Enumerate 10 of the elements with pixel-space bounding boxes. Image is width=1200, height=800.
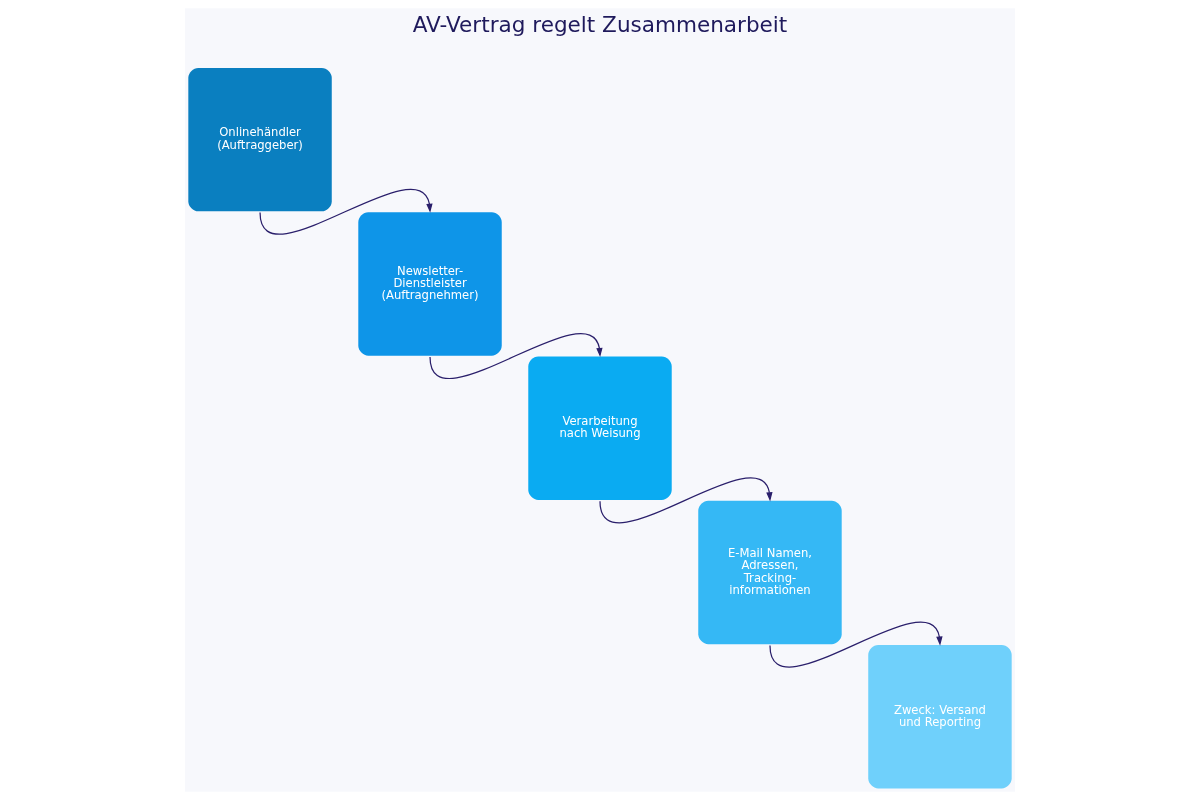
node-box: Onlinehändler (Auftraggeber) [188, 67, 332, 212]
node-box: Zweck: Versand und Reporting [868, 645, 1012, 789]
node-box: E-Mail Namen, Adressen, Tracking-informationen [698, 500, 842, 645]
node-box: Verarbeitung nach Weisung [528, 356, 672, 500]
arrow [599, 477, 773, 523]
arrow [769, 621, 943, 668]
arrow [429, 333, 603, 379]
diagram-title: AV-Vertrag regelt Zusammenarbeit [412, 12, 788, 38]
arrow [259, 188, 433, 235]
node-box: Newsletter-Dienstleister (Auftragnehmer) [358, 212, 502, 356]
